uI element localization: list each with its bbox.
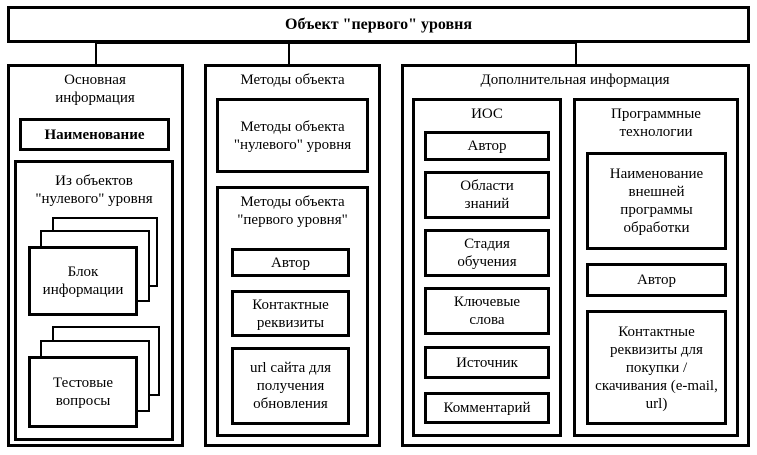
- methods-contacts: Контактные реквизиты: [231, 290, 350, 337]
- connector-basic: [95, 42, 97, 64]
- test-block-label: Тестовые вопросы: [53, 375, 113, 409]
- ios-item-knowledge-label: Области знаний: [460, 178, 514, 212]
- ios-item-author-label: Автор: [467, 138, 507, 154]
- top-object-box: Объект "первого" уровня: [7, 6, 750, 43]
- connector-extra: [575, 42, 577, 64]
- connector-methods: [288, 42, 290, 64]
- ios-item-knowledge: Области знаний: [424, 171, 550, 219]
- tech-contacts-label: Контактные реквизиты для покупки / скачи…: [595, 323, 718, 412]
- top-object-title: Объект "первого" уровня: [285, 15, 472, 33]
- methods-author-label: Автор: [271, 254, 310, 271]
- tech-title: Программные технологии: [611, 106, 701, 140]
- methods-url-label: url сайта для получения обновления: [249, 360, 332, 412]
- ios-item-comment: Комментарий: [424, 392, 550, 424]
- connector-main: [95, 42, 577, 44]
- ios-item-author: Автор: [424, 131, 550, 161]
- methods-contacts-label: Контактные реквизиты: [252, 296, 329, 331]
- methods-zero-level-label: Методы объекта "нулевого" уровня: [233, 118, 352, 153]
- info-block-label: Блок информации: [42, 264, 124, 298]
- ios-item-source: Источник: [424, 346, 550, 379]
- basic-info-title: Основная информация: [55, 72, 135, 106]
- tech-author-label: Автор: [637, 272, 676, 288]
- test-block: Тестовые вопросы: [28, 356, 138, 428]
- tech-ext-program: Наименование внешней программы обработки: [586, 152, 727, 250]
- ios-title: ИОС: [471, 106, 503, 122]
- ios-item-stage: Стадия обучения: [424, 229, 550, 277]
- ios-item-comment-label: Комментарий: [443, 400, 531, 416]
- methods-zero-level: Методы объекта "нулевого" уровня: [216, 98, 369, 173]
- ios-item-keywords: Ключевые слова: [424, 287, 550, 335]
- tech-contacts: Контактные реквизиты для покупки / скачи…: [586, 310, 727, 425]
- tech-ext-program-label: Наименование внешней программы обработки: [609, 166, 704, 236]
- name-box: Наименование: [19, 118, 170, 151]
- zero-level-group-title: Из объектов "нулевого" уровня: [35, 173, 153, 207]
- methods-url: url сайта для получения обновления: [231, 347, 350, 425]
- ios-item-keywords-label: Ключевые слова: [453, 294, 521, 328]
- extra-info-title: Дополнительная информация: [480, 72, 670, 88]
- ios-item-stage-label: Стадия обучения: [457, 236, 517, 270]
- methods-title: Методы объекта: [240, 72, 345, 88]
- methods-author: Автор: [231, 248, 350, 277]
- methods-first-level-title: Методы объекта "первого уровня": [237, 194, 348, 228]
- info-block: Блок информации: [28, 246, 138, 316]
- tech-author: Автор: [586, 263, 727, 297]
- name-box-label: Наименование: [44, 126, 145, 143]
- ios-item-source-label: Источник: [456, 354, 518, 371]
